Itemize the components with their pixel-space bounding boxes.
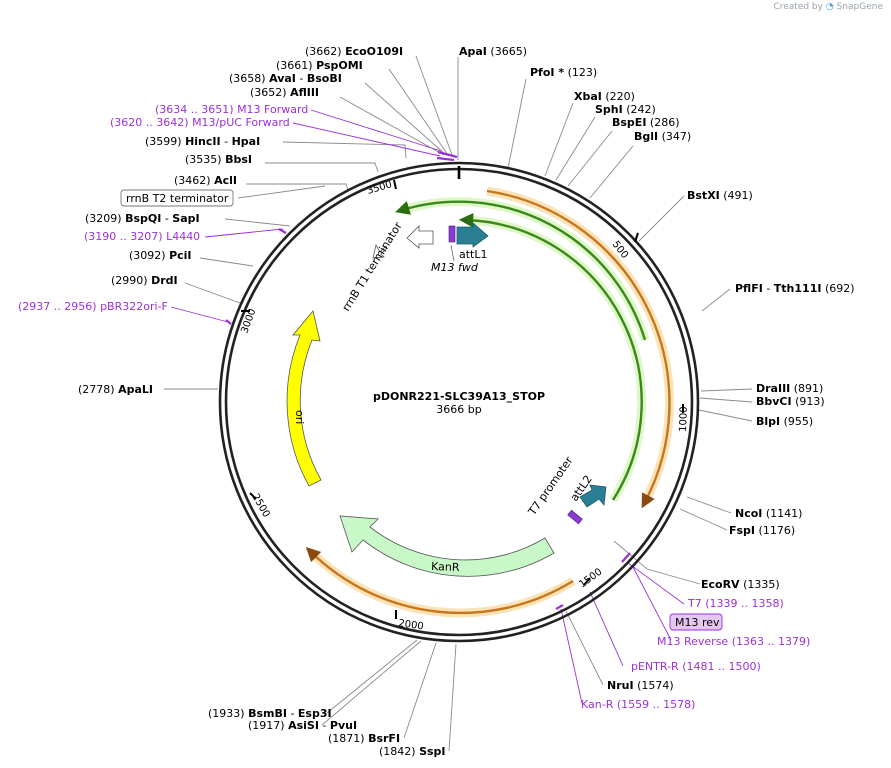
primer-ticks — [225, 150, 631, 610]
ori-feature — [286, 310, 322, 487]
site-label: XbaI (220) — [574, 90, 635, 103]
snapgene-brand: Created by ◔ SnapGene — [773, 2, 883, 12]
plasmid-length: 3666 bp — [436, 403, 481, 416]
tick-label: 1000 — [678, 406, 690, 432]
primer-label: (3190 .. 3207) L4440 — [84, 230, 200, 243]
backbone-outer — [218, 161, 700, 643]
m13-fwd-label: M13 fwd — [431, 261, 479, 274]
site-label: BglI (347) — [634, 130, 691, 143]
ori-label: ori — [293, 410, 306, 424]
m13-rev-box — [669, 613, 723, 631]
site-label: (3599) HincII - HpaI — [145, 135, 260, 148]
tick-label: 3500 — [366, 179, 393, 197]
site-label: PflFI - Tth111I (692) — [735, 282, 855, 295]
site-label: (2990) DrdI — [111, 274, 178, 287]
primer-label: M13 Reverse (1363 .. 1379) — [657, 635, 810, 648]
t7-promoter-label: T7 promoter — [525, 454, 576, 519]
site-labels-right: ApaI (3665) PfoI * (123) XbaI (220) SphI… — [459, 45, 855, 692]
tick-label: 2500 — [249, 492, 271, 520]
site-label: (2778) ApaLI — [78, 383, 153, 396]
kanr-feature — [339, 515, 555, 577]
primer-leader-lines — [170, 109, 685, 704]
m13-rev-label: M13 rev — [675, 616, 720, 629]
site-label: ApaI (3665) — [459, 45, 527, 58]
feature-green-arc-2 — [458, 213, 643, 501]
primer-label: (3620 .. 3642) M13/pUC Forward — [110, 116, 290, 129]
attl1-primer-block — [448, 225, 456, 243]
leader-lines — [164, 55, 753, 752]
attl1-label: attL1 — [459, 248, 488, 261]
snapgene-logo-icon: ◔ — [825, 2, 834, 12]
site-label: (3662) EcoO109I — [305, 45, 403, 58]
rrnb-t2-label: rrnB T2 terminator — [126, 192, 229, 205]
site-labels-left: (3662) EcoO109I (3661) PspOMI (3658) Ava… — [78, 45, 446, 758]
attl1-arrow — [456, 222, 489, 248]
kanr-label: KanR — [431, 560, 460, 574]
site-label: (1917) AsiSI - PvuI — [248, 719, 357, 732]
primer-label: (3634 .. 3651) M13 Forward — [155, 103, 308, 116]
site-label: NcoI (1141) — [735, 507, 802, 520]
site-label: (1933) BsmBI - Esp3I — [208, 707, 332, 720]
feature-orange-arc-2 — [305, 546, 574, 615]
created-by-text: Created by — [773, 2, 823, 12]
site-label: (3535) BbsI — [185, 153, 252, 166]
brand-name: SnapGene — [836, 2, 883, 12]
primer-labels: (3634 .. 3651) M13 Forward (3620 .. 3642… — [18, 103, 810, 711]
site-label: DraIII (891) — [756, 382, 823, 395]
feature-green-arc — [395, 200, 647, 341]
tick-marks — [241, 179, 684, 619]
site-label: NruI (1574) — [607, 679, 674, 692]
rrnb-t1-label: rrnB T1 terminator — [340, 220, 406, 314]
site-label: (3462) AclI — [174, 174, 237, 187]
feature-orange-arc — [486, 189, 671, 509]
site-label: FspI (1176) — [729, 524, 795, 537]
rrnb-t1-arrow — [406, 225, 434, 249]
attl2-primer-block — [567, 509, 583, 525]
rrnb-t2-box — [120, 189, 234, 207]
primer-label: T7 (1339 .. 1358) — [687, 597, 784, 610]
site-label: EcoRV (1335) — [701, 578, 780, 591]
tick-label: 2000 — [398, 618, 425, 632]
site-label: BbvCI (913) — [756, 395, 825, 408]
site-label: PfoI * (123) — [530, 66, 597, 79]
attl2-arrow — [579, 484, 607, 508]
primer-label: (2937 .. 2956) pBR322ori-F — [18, 300, 168, 313]
site-label: BspEI (286) — [612, 116, 680, 129]
primer-label: pENTR-R (1481 .. 1500) — [631, 660, 761, 673]
primer-label: Kan-R (1559 .. 1578) — [581, 698, 695, 711]
site-label: (1842) SspI — [379, 745, 446, 758]
site-label: (3652) AflIII — [250, 86, 319, 99]
site-label: (3658) AvaI - BsoBI — [229, 72, 342, 85]
site-label: (1871) BsrFI — [328, 732, 400, 745]
site-label: (3661) PspOMI — [276, 59, 363, 72]
site-label: (3209) BspQI - SapI — [85, 212, 200, 225]
site-label: SphI (242) — [595, 103, 656, 116]
rrnb-t2-arrow — [372, 243, 388, 259]
plasmid-name: pDONR221-SLC39A13_STOP — [373, 390, 545, 403]
site-label: (3092) PciI — [129, 249, 192, 262]
site-label: BstXI (491) — [687, 189, 753, 202]
site-label: BlpI (955) — [756, 415, 813, 428]
